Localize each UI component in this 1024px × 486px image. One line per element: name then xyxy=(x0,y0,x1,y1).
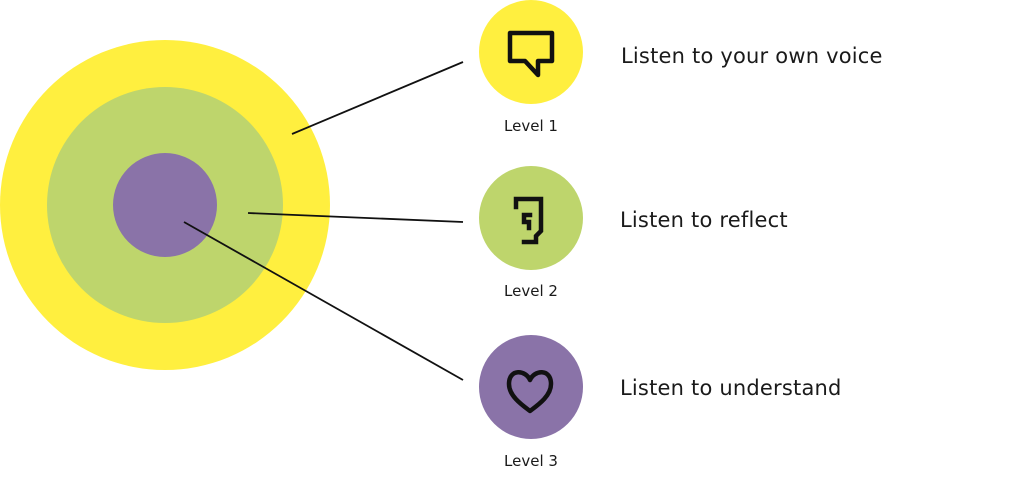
connector-line-level-2 xyxy=(247,212,464,223)
level-3-description: Listen to understand xyxy=(620,376,842,400)
level-2-badge xyxy=(479,166,583,270)
connector-line-level-1 xyxy=(291,61,464,135)
heart-icon xyxy=(506,370,554,414)
speech-bubble-icon xyxy=(507,30,555,78)
ear-icon xyxy=(513,196,544,245)
level-3-label: Level 3 xyxy=(504,452,558,470)
level-2-label: Level 2 xyxy=(504,282,558,300)
level-1-label: Level 1 xyxy=(504,117,558,135)
connector-line-level-3 xyxy=(183,221,464,381)
level-2-description: Listen to reflect xyxy=(620,208,788,232)
level-3-badge xyxy=(479,335,583,439)
level-1-badge xyxy=(479,0,583,104)
level-1-description: Listen to your own voice xyxy=(621,44,883,68)
inner-ring xyxy=(113,153,217,257)
